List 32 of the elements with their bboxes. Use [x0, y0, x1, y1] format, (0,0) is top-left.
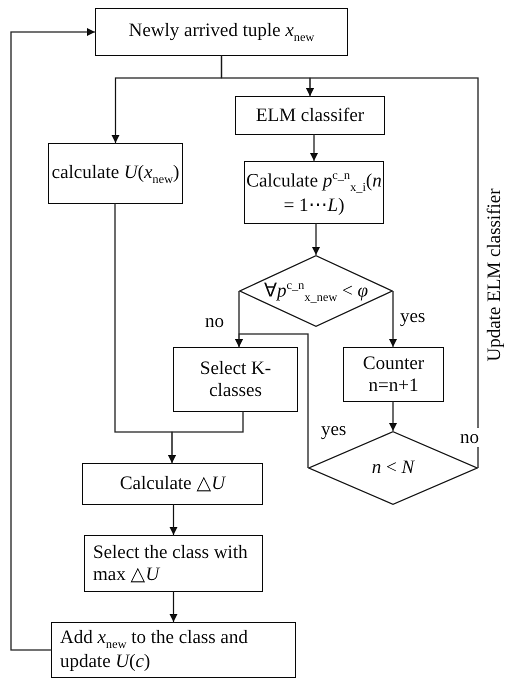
process-box [51, 622, 296, 678]
arrow [310, 135, 318, 161]
arrow [306, 77, 479, 468]
arrow [235, 333, 309, 468]
process-box [173, 347, 298, 412]
process-box [82, 463, 263, 505]
node-text: Counter n=n+1 [362, 352, 426, 396]
process-box [343, 347, 444, 402]
arrow [114, 204, 176, 463]
node-text: Calculate p$^{c_n}$$_{x_i}$(n = 1⋯L) [245, 168, 383, 217]
decision-diamond [239, 255, 393, 327]
node-text: Select the class with max △U [92, 542, 249, 586]
arrow [389, 402, 397, 431]
arrow [170, 592, 178, 622]
process-box [48, 143, 183, 204]
node-text: ELM classifer [256, 104, 364, 126]
arrow [389, 291, 397, 347]
process-box [244, 161, 384, 224]
arrow [312, 224, 320, 255]
node-text: Add x$_{new}$ to the class and update U(c) [59, 627, 249, 673]
node-text: calculate U(x$_{new}$) [52, 162, 180, 186]
node-text: Calculate △U [120, 473, 226, 495]
node-text: n < N [372, 457, 414, 479]
process-box [95, 8, 348, 56]
process-box [235, 96, 385, 135]
process-box [84, 535, 263, 592]
arrow [10, 28, 95, 651]
node-text: Select K- classes [198, 358, 272, 402]
arrow [170, 505, 178, 535]
node-text: Newly arrived tuple x$_{new}$ [128, 20, 314, 44]
node-text: ∀p$^{c_n}$$_{x_new}$ < φ [264, 278, 368, 304]
edge-note: Update ELM classifier [485, 187, 505, 364]
